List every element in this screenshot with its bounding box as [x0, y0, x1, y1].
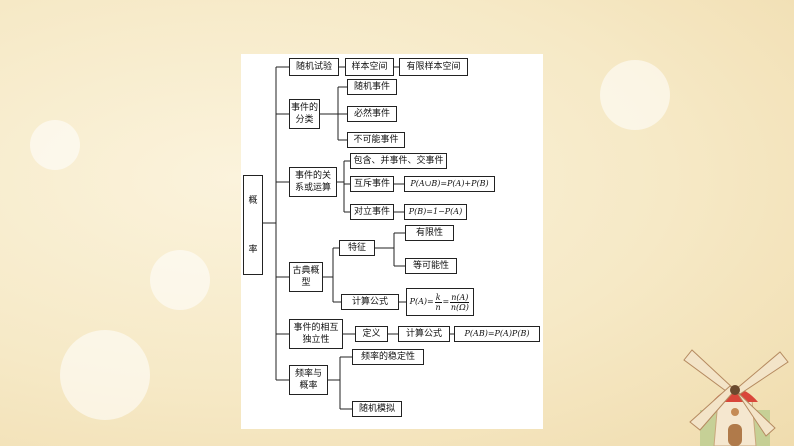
formula-classical-probability: P(A)= k n = n(A) n(Ω) [406, 288, 474, 316]
background-bokeh [150, 250, 210, 310]
formula-mutually-exclusive: P(A∪B)=P(A)+P(B) [404, 176, 495, 192]
background-bokeh [30, 120, 80, 170]
node-mutually-exclusive-events: 互斥事件 [350, 176, 394, 192]
node-finite-sample-space: 有限样本空间 [399, 58, 468, 76]
formula-equals: = [442, 297, 450, 306]
node-finiteness: 有限性 [405, 225, 454, 241]
formula-independence: P(AB)=P(A)P(B) [454, 326, 540, 342]
node-calculation-formula: 计算公式 [341, 294, 399, 310]
fraction-denominator-n: n [435, 302, 441, 312]
node-event-classification: 事件的分类 [289, 99, 320, 129]
fraction-denominator-nOmega: n(Ω) [450, 302, 469, 312]
node-classical-model: 古典概型 [289, 262, 323, 292]
node-complementary-events: 对立事件 [350, 204, 394, 220]
node-certain-event: 必然事件 [347, 106, 397, 122]
node-impossible-event: 不可能事件 [347, 132, 405, 148]
node-event-relations: 事件的关系或运算 [289, 167, 337, 197]
node-equal-likelihood: 等可能性 [405, 258, 457, 274]
root-char-1: 概 [248, 195, 258, 206]
node-random-experiment: 随机试验 [289, 58, 339, 76]
node-random-simulation: 随机模拟 [352, 401, 402, 417]
fraction-nA-over-nOmega: n(A) n(Ω) [450, 292, 470, 312]
fraction-k-over-n: k n [434, 292, 442, 312]
node-feature: 特征 [339, 240, 375, 256]
windmill-illustration [683, 349, 789, 446]
background-bokeh [60, 330, 150, 420]
formula-complementary: P(B)=1−P(A) [404, 204, 467, 220]
node-random-event: 随机事件 [347, 79, 397, 95]
node-event-independence: 事件的相互独立性 [289, 319, 343, 349]
fraction-numerator-k: k [434, 292, 442, 303]
node-independence-formula-label: 计算公式 [398, 326, 450, 342]
fraction-numerator-nA: n(A) [450, 292, 470, 303]
root-char-2: 率 [248, 244, 258, 255]
formula-lhs: P(A)= [409, 297, 434, 306]
node-definition: 定义 [355, 326, 388, 342]
node-frequency-stability: 频率的稳定性 [352, 349, 424, 365]
node-frequency-and-probability: 频率与概率 [289, 365, 328, 395]
root-node-probability: 概 率 [243, 175, 263, 275]
node-sample-space: 样本空间 [345, 58, 394, 76]
node-inclusion-union-intersection: 包含、并事件、交事件 [350, 153, 447, 169]
background-bokeh [600, 60, 670, 130]
